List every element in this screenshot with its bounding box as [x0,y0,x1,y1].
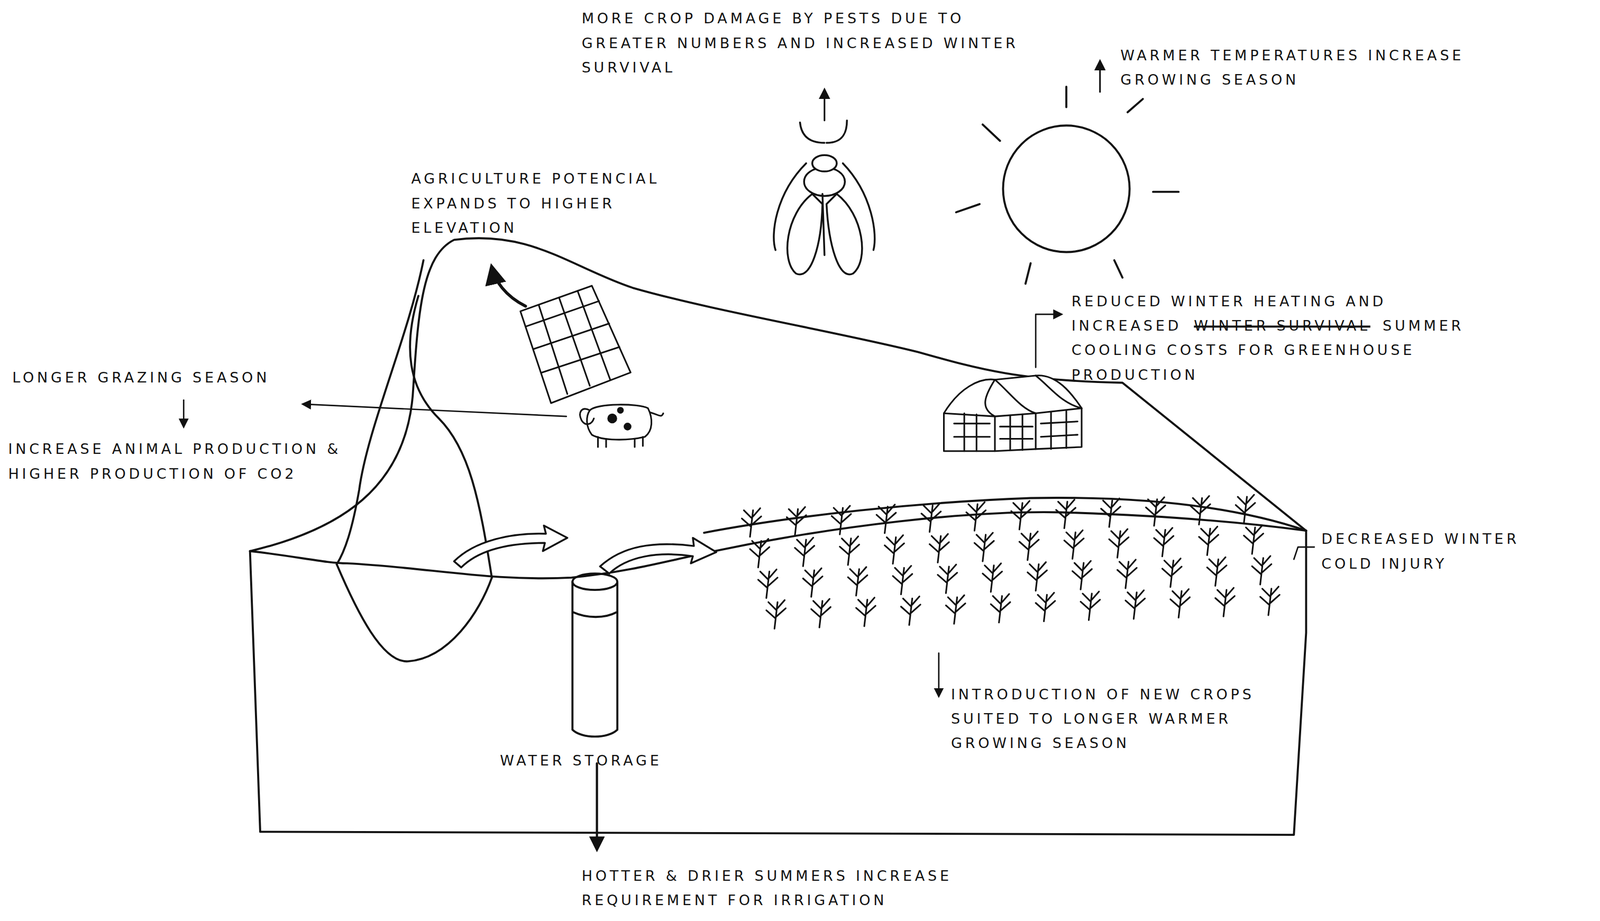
crop-plant [1080,591,1101,620]
crop-plant [990,593,1011,623]
crop-plant [811,598,831,628]
crop-plant [1244,525,1264,554]
greenhouse-note: REDUCED WINTER HEATING AND INCREASEDWINT… [1071,288,1521,387]
crop-plant [876,504,896,534]
crop-plant [1056,499,1076,529]
annotation-label: MORE CROP DAMAGE BY PESTS DUE TO GREATER… [581,6,1041,80]
crop-plant [1199,526,1219,555]
crop-plant [937,564,958,593]
crop-plant [856,597,876,627]
crop-plant [1072,560,1093,590]
crop-plant [1146,497,1166,526]
crop-plant [766,599,786,629]
annotation-label: LONGER GRAZING SEASON [12,365,350,390]
crop-plant [742,508,762,537]
crop-plant [921,503,941,532]
sun [956,61,1179,285]
annotation-label: WINTER SURVIVAL [1193,317,1371,334]
annotation-label: HOTTER & DRIER SUMMERS INCREASE REQUIREM… [581,863,1051,913]
field-grid [491,267,631,404]
crop-plant [1260,586,1280,616]
greenhouse [944,314,1082,452]
pest-insect [773,89,875,275]
annotation-label: AGRICULTURE POTENCIAL EXPANDS TO HIGHER … [410,166,707,240]
crop-plant [1215,587,1236,617]
crop-plant [1235,494,1256,524]
crop-plant [1064,529,1084,559]
annotation-label: INTRODUCTION OF NEW CROPS SUITED TO LONG… [951,681,1309,756]
crop-plant [847,567,868,596]
crop-plant [1125,590,1146,619]
crop-plant [1019,531,1039,561]
crop-plant [786,506,807,536]
crop-plant [1027,562,1048,591]
crop-plant [929,533,950,563]
crop-plant [1190,496,1211,525]
leader-lines [183,399,1315,849]
crop-plant [1154,527,1174,557]
crop-plant [966,501,986,531]
crop-plant [839,536,860,565]
crop-plant [892,565,913,595]
annotation-label: DECREASED WINTER COLD INJURY [1321,526,1546,576]
crop-plant [974,532,994,562]
crop-plant [1101,498,1121,527]
crop-plant [757,569,778,598]
annotation-label: WARMER TEMPERATURES INCREASE GROWING SEA… [1120,42,1549,93]
crop-plant [1011,500,1031,530]
crop-plant [750,538,770,568]
crop-rows [742,494,1280,629]
crop-plant [945,595,966,624]
crop-plant [900,596,921,625]
annotation-label: INCREASE ANIMAL PRODUCTION & HIGHER PROD… [7,436,396,487]
crop-plant [1207,556,1227,586]
crop-plant [884,535,905,564]
crop-plant [982,563,1003,592]
crop-plant [1117,559,1137,589]
crop-plant [1162,558,1182,588]
crop-plant [1035,592,1056,621]
cow [303,404,664,447]
annotation-label: WATER STORAGE [499,747,755,773]
crop-plant [1251,555,1272,585]
water-storage-tank [572,573,618,737]
crop-plant [1170,589,1191,618]
crop-plant [831,505,852,535]
water-flow-arrows [453,525,717,574]
crop-plant [802,568,823,597]
crop-plant [794,537,815,566]
crop-plant [1109,528,1129,558]
